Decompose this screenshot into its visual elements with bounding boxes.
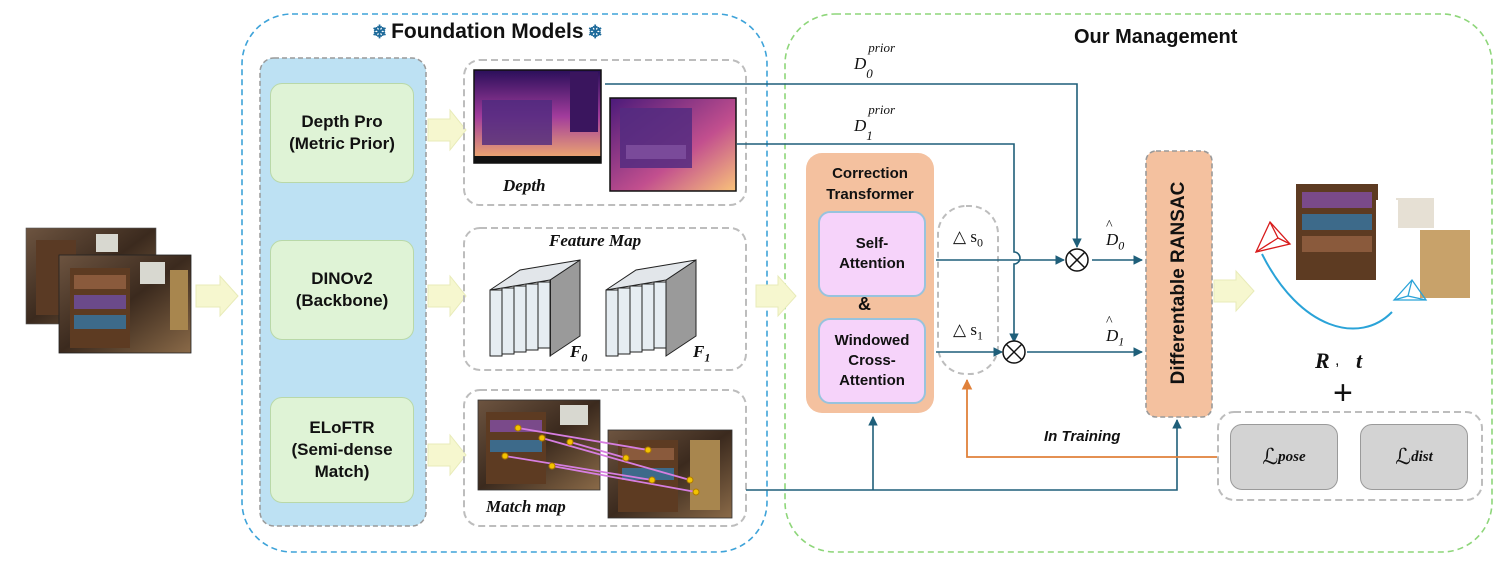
feature-f1-label: F1 bbox=[693, 342, 711, 365]
input-images bbox=[25, 227, 192, 354]
feature-f0-label: F0 bbox=[570, 342, 588, 365]
foundation-models-frame bbox=[241, 13, 768, 553]
in-training-label: In Training bbox=[1044, 428, 1121, 445]
match-to-management-lines bbox=[746, 416, 1182, 491]
correction-transformer-title: Correction Transformer bbox=[826, 165, 914, 203]
scale-s0-label: △ s0 bbox=[953, 227, 983, 250]
match-lines bbox=[504, 427, 697, 493]
camera-0 bbox=[1254, 220, 1292, 253]
match-points bbox=[501, 424, 700, 496]
ampersand-label: & bbox=[858, 294, 871, 314]
depth-map-1 bbox=[609, 97, 737, 192]
loss-box-frame bbox=[1217, 411, 1483, 501]
our-management-title: Our Management bbox=[1074, 26, 1238, 48]
depth-output-box bbox=[463, 59, 747, 206]
scale-arrows bbox=[936, 255, 1143, 357]
ransac-block bbox=[1145, 150, 1213, 418]
dinov2-box: DINOv2 (Backbone) bbox=[270, 240, 414, 340]
ransac-label: Differentable RANSAC bbox=[1168, 181, 1189, 385]
feature-output-box bbox=[463, 227, 747, 371]
refined-d0-label: ^D0 bbox=[1106, 218, 1125, 253]
feature-map-label: Feature Map bbox=[549, 231, 642, 250]
scale-s1-label: △ s1 bbox=[953, 320, 983, 343]
training-feedback-line bbox=[961, 378, 1217, 458]
multiply-op-1 bbox=[1002, 340, 1026, 364]
feature-map-f0 bbox=[489, 259, 581, 357]
depth-label: Depth bbox=[503, 176, 546, 195]
self-attention-box: Self- Attention bbox=[818, 211, 926, 297]
point-cloud bbox=[1290, 182, 1470, 302]
camera-trajectory bbox=[1261, 253, 1393, 330]
camera-1 bbox=[1392, 278, 1428, 301]
depth-map-0 bbox=[473, 69, 602, 164]
snowflake-icon: ❄ bbox=[372, 21, 388, 42]
rotation-label: R bbox=[1315, 348, 1330, 373]
depth-pro-box: Depth Pro (Metric Prior) bbox=[270, 83, 414, 183]
match-map-label: Match map bbox=[486, 497, 566, 516]
snowflake-icon: ❄ bbox=[587, 21, 603, 42]
our-management-frame bbox=[784, 13, 1493, 553]
comma-label: , bbox=[1335, 352, 1340, 369]
eloftr-box: ELoFTR (Semi-dense Match) bbox=[270, 397, 414, 503]
plus-label: + bbox=[1333, 374, 1353, 412]
foundation-models-title: ❄ Foundation Models ❄ bbox=[372, 20, 603, 43]
multiply-op-0 bbox=[1065, 248, 1089, 272]
translation-label: t bbox=[1356, 348, 1363, 373]
scale-pill bbox=[937, 205, 999, 375]
yellow-arrows bbox=[195, 108, 1255, 477]
prior-lines bbox=[605, 83, 1082, 343]
cross-attention-box: Windowed Cross- Attention bbox=[818, 318, 926, 404]
refined-d1-label: ^D1 bbox=[1106, 314, 1125, 349]
feature-map-f1 bbox=[605, 259, 697, 357]
match-output-box bbox=[463, 389, 747, 527]
